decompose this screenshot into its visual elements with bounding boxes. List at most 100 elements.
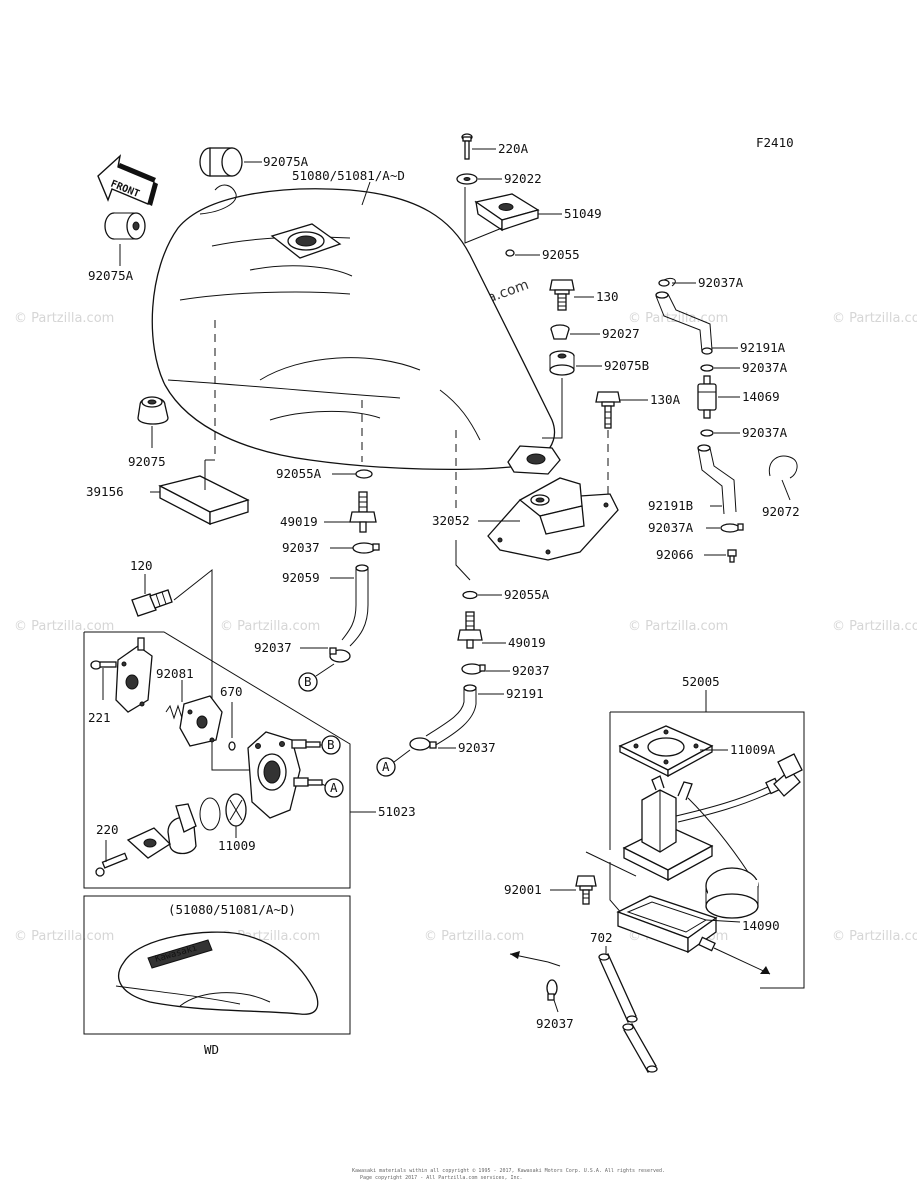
part-label-92075A: 92075A <box>263 154 309 169</box>
bolt-130: 130 <box>549 279 619 311</box>
pad-39156: 39156 <box>86 320 250 526</box>
clamp-92037-1: 92037 <box>282 540 380 555</box>
hose-92191A: 92191A <box>655 291 786 355</box>
clamp-92037-2: 92037 <box>461 663 550 678</box>
fuel-cock-lever <box>167 803 197 855</box>
part-label-670: 670 <box>220 684 243 699</box>
part-label-51080: 51080/51081/A~D <box>292 168 405 183</box>
callout-circle-B <box>321 735 341 755</box>
callout-circle-A <box>376 757 396 777</box>
copyright-line-2: Page copyright 2017 - All Partzilla.com … <box>360 1175 523 1181</box>
callout-circle-A <box>324 778 344 798</box>
o-ring-92055A-1: 92055A <box>276 466 373 481</box>
part-label-92037A: 92037A <box>648 520 694 535</box>
fuel-cock-assembly-51023: 51023 120 221 9208 <box>83 558 416 889</box>
bolt-120: 120 <box>130 558 250 771</box>
fuel-filter-14069: 14069 <box>697 375 780 419</box>
watermark: © Partzilla.com <box>832 619 917 634</box>
part-label-92055: 92055 <box>542 247 580 262</box>
gasket-11009: 11009 <box>199 793 256 853</box>
part-label-92037: 92037 <box>536 1016 574 1031</box>
clamp-92037-bottom-left: 92037 B <box>254 640 351 692</box>
part-label-92037: 92037 <box>254 640 292 655</box>
part-label-92191A: 92191A <box>740 340 786 355</box>
rubber-damper-92075A-top: 92075A <box>199 147 309 177</box>
part-label-92075A-left: 92075A <box>88 268 134 283</box>
part-label-92055A: 92055A <box>504 587 550 602</box>
part-label-92066: 92066 <box>656 547 694 562</box>
fitting-49019-2: 49019 <box>457 611 546 650</box>
part-label-92037: 92037 <box>512 663 550 678</box>
part-label-92072: 92072 <box>762 504 800 519</box>
cap-92066: 92066 <box>656 547 737 563</box>
part-label-92037A: 92037A <box>742 360 788 375</box>
clamp-92037-3: 92037 A <box>376 737 496 777</box>
part-label-221: 221 <box>88 710 111 725</box>
figure-code: F2410 <box>756 135 794 150</box>
screw-221: 221 <box>88 660 117 725</box>
part-label-120: 120 <box>130 558 153 573</box>
part-label-220: 220 <box>96 822 119 837</box>
rubber-92075B: 92075B <box>542 350 649 439</box>
watermark: © Partzilla.com <box>628 619 728 634</box>
pump-motor <box>705 867 759 919</box>
part-label-92037: 92037 <box>282 540 320 555</box>
part-label-92191B: 92191B <box>648 498 693 513</box>
o-ring-92055A-2: 92055A <box>462 587 550 602</box>
watermark: © Partzilla.com <box>14 619 114 634</box>
watermark: © Partzilla.com <box>220 619 320 634</box>
part-label-220A: 220A <box>498 141 529 156</box>
bolt-92001: 92001 <box>504 851 637 905</box>
callout-circle-B <box>298 672 318 692</box>
part-label-92022: 92022 <box>504 171 542 186</box>
gasket-11009A: 11009A <box>618 725 776 778</box>
part-label-92055A: 92055A <box>276 466 322 481</box>
hose-92059: 92059 <box>282 564 369 647</box>
watermark: © Partzilla.com <box>832 929 917 944</box>
rubber-damper-92075A-left: 92075A <box>88 212 146 283</box>
part-label-92081: 92081 <box>156 666 194 681</box>
pump-tray-14090: 14090 <box>616 895 780 975</box>
clamp-92037-4: 92037 <box>536 979 574 1031</box>
part-label-14090: 14090 <box>742 918 780 933</box>
front-direction-arrow: FRONT <box>97 154 158 206</box>
hose-92191B: 92191B <box>648 444 737 515</box>
part-label-14069: 14069 <box>742 389 780 404</box>
fuel-cock-body: B A <box>247 731 344 819</box>
clamp-92037A-3: 92037A <box>700 425 788 440</box>
cap-51049: 51049 <box>464 187 602 244</box>
fuel-pump-body <box>622 753 803 882</box>
inset-caption: WD <box>204 1042 219 1057</box>
diaphragm-plate <box>179 695 223 747</box>
callout-label-B: B <box>304 674 312 689</box>
clamp-92037A-1: 92037A <box>658 275 744 290</box>
lever-plate <box>126 827 172 859</box>
o-ring-670: 670 <box>220 684 243 751</box>
part-label-51049: 51049 <box>564 206 602 221</box>
bolt-130A: 130A <box>595 391 681 500</box>
bracket-32052: 32052 <box>432 477 619 561</box>
o-ring-92055: 92055 <box>505 247 580 262</box>
inset-title: (51080/51081/A~D) <box>168 902 296 917</box>
clamp-92037A-2: 92037A <box>700 360 788 375</box>
part-label-92075B: 92075B <box>604 358 649 373</box>
part-label-92037A: 92037A <box>742 425 788 440</box>
part-label-49019: 49019 <box>280 514 318 529</box>
watermark: © Partzilla.com <box>14 929 114 944</box>
part-label-92037: 92037 <box>458 740 496 755</box>
part-label-130A: 130A <box>650 392 681 407</box>
part-label-92075: 92075 <box>128 454 166 469</box>
part-label-92001: 92001 <box>504 882 542 897</box>
washer-92022: 92022 <box>456 171 542 186</box>
watermark: © Partzilla.com <box>14 311 114 326</box>
part-label-52005: 52005 <box>682 674 720 689</box>
watermark: © Partzilla.com <box>628 311 728 326</box>
part-label-92027: 92027 <box>602 326 640 341</box>
part-label-702: 702 <box>590 930 613 945</box>
callout-label-A: A <box>330 780 338 795</box>
part-label-32052: 32052 <box>432 513 470 528</box>
hose-702: 702 <box>509 930 658 1073</box>
watermark: © Partzilla.com <box>424 929 524 944</box>
fuel-cock-cover <box>115 637 153 713</box>
part-label-92037A: 92037A <box>698 275 744 290</box>
